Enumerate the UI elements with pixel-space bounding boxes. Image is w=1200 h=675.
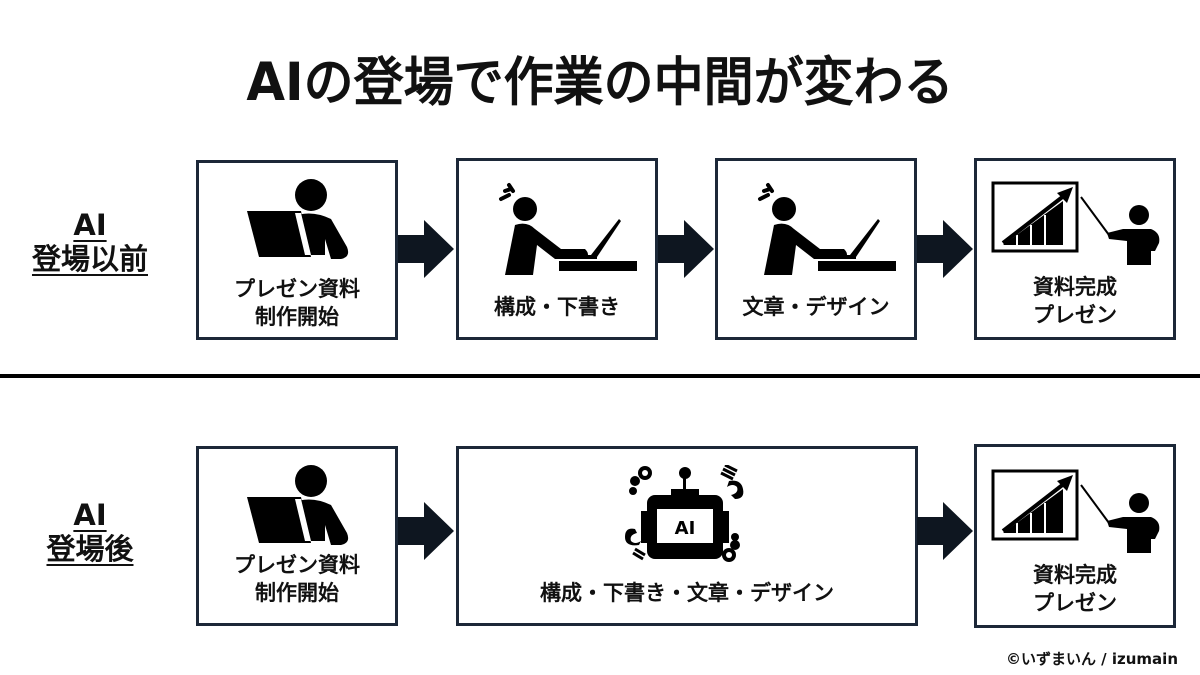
step-box-text-design: 文章・デザイン	[715, 158, 917, 340]
diagram-title: AIの登場で作業の中間が変わる	[246, 51, 954, 113]
step-label-line2: 制作開始	[255, 305, 339, 329]
step-label-line2: プレゼン	[1033, 591, 1117, 615]
arrow-right-icon	[917, 502, 973, 560]
row-label-line1: AI	[73, 498, 107, 532]
arrow-right-icon	[398, 220, 454, 278]
step-label-line1: プレゼン資料	[234, 277, 360, 301]
person-laptop-icon	[247, 465, 349, 545]
stressed-person-laptop-icon	[499, 183, 637, 275]
arrow-right-icon	[658, 220, 714, 278]
row-label-before-ai: AI 登場以前	[0, 208, 180, 276]
section-divider	[0, 374, 1200, 378]
row-label-line2: 登場後	[46, 532, 134, 566]
ai-robot-icon: AI	[625, 465, 744, 562]
step-box-start: プレゼン資料 制作開始	[196, 446, 398, 626]
step-box-complete-present: 資料完成 プレゼン	[974, 444, 1176, 628]
row-label-after-ai: AI 登場後	[0, 498, 180, 566]
step-label-line1: プレゼン資料	[234, 553, 360, 577]
step-label-line2: プレゼン	[1033, 303, 1117, 327]
step-label: 文章・デザイン	[742, 295, 890, 319]
row-label-line2: 登場以前	[31, 242, 148, 276]
presenter-chart-icon	[991, 469, 1160, 553]
stressed-person-laptop-icon	[758, 183, 896, 275]
step-label-line1: 資料完成	[1033, 563, 1117, 587]
step-label: 構成・下書き・文章・デザイン	[540, 581, 834, 605]
arrow-right-icon	[917, 220, 973, 278]
step-label-line1: 資料完成	[1033, 275, 1117, 299]
step-box-start: プレゼン資料 制作開始	[196, 160, 398, 340]
presenter-chart-icon	[991, 181, 1160, 265]
step-label: 構成・下書き	[494, 295, 620, 319]
row-label-line1: AI	[73, 208, 107, 242]
step-box-complete-present: 資料完成 プレゼン	[974, 158, 1176, 340]
robot-screen-text: AI	[675, 518, 696, 539]
person-laptop-icon	[247, 179, 349, 259]
arrow-right-icon	[398, 502, 454, 560]
step-box-ai-combined: AI 構成・下書き・文章・デザイン	[456, 446, 918, 626]
step-label-line2: 制作開始	[255, 581, 339, 605]
step-box-structure-draft: 構成・下書き	[456, 158, 658, 340]
credit-text: ©いずまいん / izumain	[1005, 650, 1178, 668]
